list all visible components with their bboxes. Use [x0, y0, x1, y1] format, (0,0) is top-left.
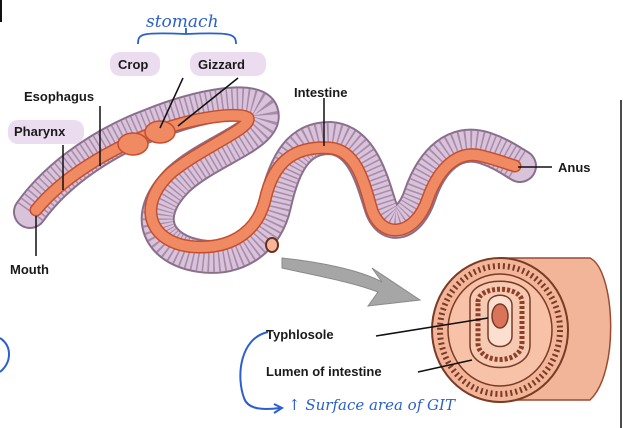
intestine-cross-section — [431, 257, 612, 403]
annotation-surface-area: ↑ Surface area of GIT — [288, 396, 455, 414]
worm-segments — [17, 88, 528, 272]
label-typhlosole: Typhlosole — [266, 327, 334, 342]
label-mouth: Mouth — [10, 262, 49, 277]
handwritten-mark-left — [0, 337, 10, 373]
annotation-stomach: stomach — [146, 12, 219, 32]
handwritten-bracket — [239, 331, 281, 410]
pointer-typhlosole — [375, 317, 489, 337]
gizzard-bulge — [144, 120, 176, 144]
pharynx-highlight — [8, 120, 84, 144]
gizzard-highlight — [190, 52, 266, 76]
pointer-crop — [159, 77, 184, 129]
label-anus: Anus — [558, 160, 591, 175]
zoom-arrow — [281, 257, 422, 307]
label-esophagus: Esophagus — [24, 89, 95, 104]
pointer-lumen — [417, 359, 473, 373]
label-pharynx: Pharynx — [14, 124, 66, 139]
label-crop: Crop — [118, 57, 149, 72]
cut-section-marker — [265, 237, 279, 253]
intestine-tube-fill — [31, 110, 520, 253]
crop-highlight — [110, 52, 160, 76]
label-lumen: Lumen of intestine — [266, 364, 382, 379]
label-intestine: Intestine — [294, 85, 348, 100]
crop-bulge — [117, 132, 149, 156]
label-gizzard: Gizzard — [198, 57, 245, 72]
stomach-brace — [137, 32, 237, 45]
handwritten-arrowhead — [273, 403, 285, 414]
pointer-gizzard — [177, 77, 239, 127]
